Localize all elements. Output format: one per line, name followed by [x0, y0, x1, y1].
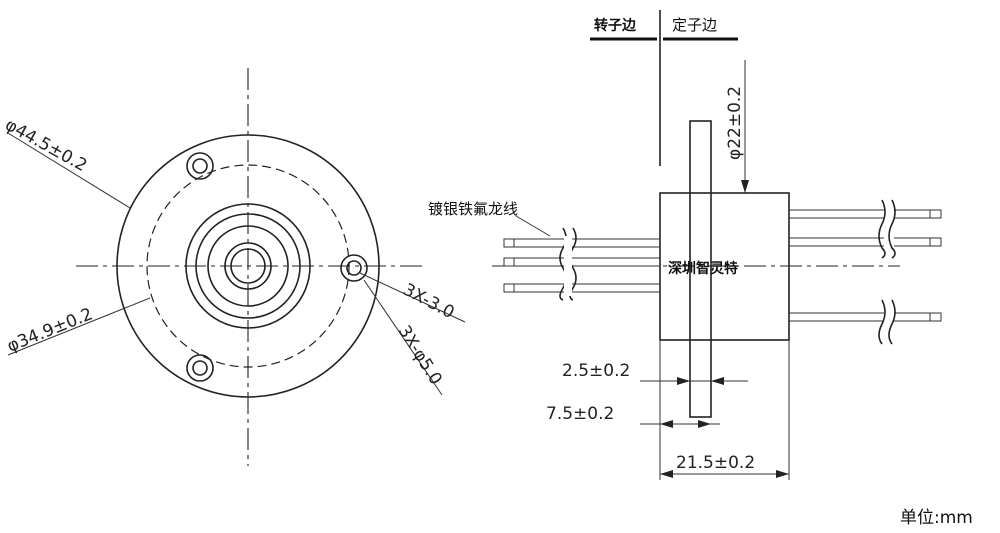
leader-holes-small — [359, 272, 466, 323]
unit-label: 单位:mm — [900, 508, 973, 528]
wire-type-label: 镀银铁氟龙线 — [428, 200, 518, 218]
side-view — [492, 10, 942, 480]
outer-diameter-label: φ44.5±0.2 — [2, 115, 91, 176]
outer-flange-circle — [116, 134, 380, 398]
bolt-circle-label: φ34.9±0.2 — [4, 304, 95, 356]
total-length-label: 21.5±0.2 — [676, 453, 755, 473]
bore-ring-inner — [230, 248, 266, 284]
leader-holes-large — [363, 279, 443, 396]
mount-hole-right-inner — [346, 260, 362, 276]
wire-label-leader — [515, 215, 551, 237]
mount-hole-top-left-outer — [186, 152, 214, 180]
left-wires — [503, 227, 660, 301]
body-ring-middle — [195, 213, 301, 319]
rotor-side-label: 转子边 — [594, 17, 637, 34]
front-view — [7, 68, 466, 466]
stator-side-label: 定子边 — [672, 16, 717, 34]
bore-ring-outer — [224, 242, 272, 290]
leader-bolt-circle — [7, 297, 151, 356]
brand-label: 深圳智灵特 — [668, 260, 738, 277]
right-wires — [789, 199, 942, 345]
mount-hole-right-outer — [340, 254, 368, 282]
flange-thickness-label: 2.5±0.2 — [562, 361, 630, 381]
bolt-circle — [146, 164, 350, 368]
mount-hole-bottom-left-inner — [192, 360, 208, 376]
mount-hole-bottom-left-outer — [186, 354, 214, 382]
holes-small-label: 3X-3.0 — [400, 280, 458, 323]
body-diameter-label: φ22±0.2 — [725, 86, 745, 160]
mount-hole-top-left-inner — [192, 158, 208, 174]
leader-outer-diameter — [7, 132, 131, 209]
flange — [689, 120, 712, 418]
body-ring-outer — [185, 203, 311, 329]
holes-large-label: 3X-φ5.0 — [394, 322, 446, 389]
flange-offset-label: 7.5±0.2 — [546, 404, 614, 424]
body-ring-inner — [207, 225, 289, 307]
